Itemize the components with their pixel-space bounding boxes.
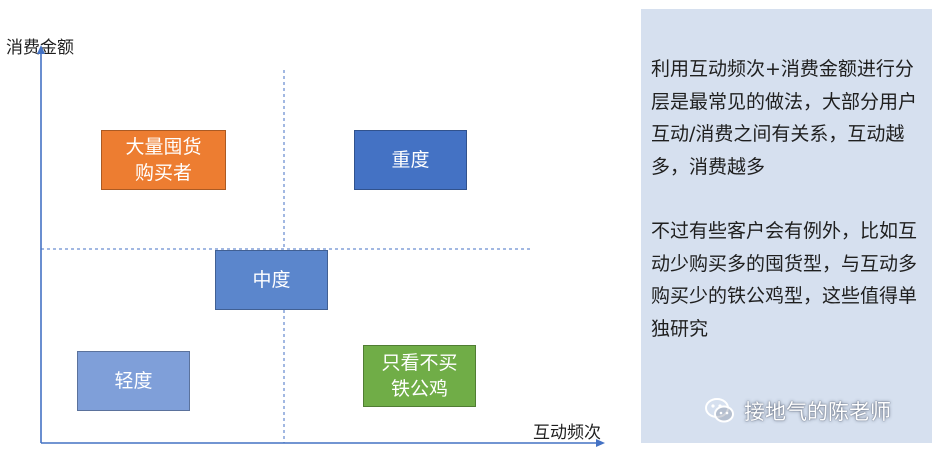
- window-shopper-label: 只看不买 铁公鸡: [381, 352, 458, 400]
- bulk-buyer-label: 大量囤货 购买者: [125, 136, 202, 184]
- window-shopper-box: 只看不买 铁公鸡: [363, 345, 476, 407]
- x-axis-label: 互动频次: [533, 423, 601, 443]
- x-axis-arrow: [596, 439, 605, 447]
- y-axis-arrow: [37, 45, 45, 54]
- light-user-label: 轻度: [114, 370, 153, 392]
- author-watermark: 接地气的陈老师: [704, 395, 891, 427]
- explanation-panel: 利用互动频次+消费金额进行分层是最常见的做法，大部分用户互动/消费之间有关系，互…: [641, 9, 932, 443]
- watermark-text: 接地气的陈老师: [744, 400, 891, 424]
- heavy-user-label: 重度: [391, 149, 430, 171]
- explanation-paragraph-1: 利用互动频次+消费金额进行分层是最常见的做法，大部分用户互动/消费之间有关系，互…: [651, 58, 918, 178]
- medium-user-label: 中度: [252, 269, 291, 291]
- heavy-user-box: 重度: [354, 130, 467, 190]
- explanation-paragraph-2: 不过有些客户会有例外，比如互动少购买多的囤货型，与互动多购买少的铁公鸡型，这些值…: [651, 220, 918, 340]
- bulk-buyer-box: 大量囤货 购买者: [101, 130, 226, 190]
- light-user-box: 轻度: [77, 351, 190, 411]
- wechat-icon: [705, 398, 734, 423]
- medium-user-box: 中度: [215, 250, 328, 310]
